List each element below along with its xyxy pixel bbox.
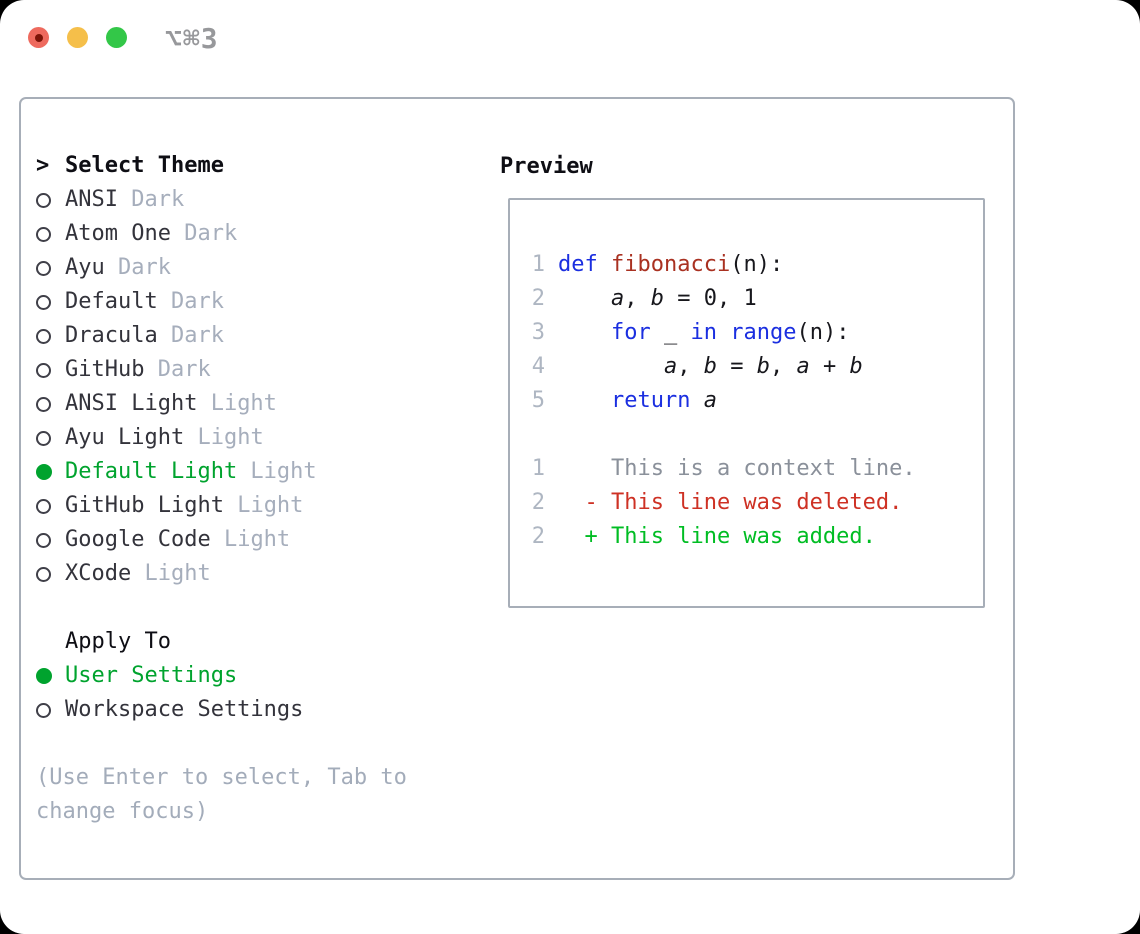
select-theme-header: > Select Theme [36, 149, 407, 183]
theme-name: Atom One [65, 221, 171, 246]
theme-name: Default [65, 289, 158, 314]
code-line [530, 418, 983, 452]
radio-icon [36, 396, 51, 412]
maximize-button[interactable] [106, 27, 127, 48]
theme-option-xcode[interactable]: XCode Light [36, 557, 407, 591]
hint-text: (Use Enter to select, Tab to change focu… [36, 765, 407, 824]
theme-name: Ayu Light [65, 425, 185, 450]
code-line: 4 a, b = b, a + b [530, 350, 983, 384]
theme-name: GitHub [65, 357, 145, 382]
radio-icon [36, 430, 51, 446]
apply-to-title: Apply To [65, 629, 171, 654]
modified-dot-icon [34, 33, 43, 42]
theme-name: Ayu [65, 255, 105, 280]
line-number: 2 [531, 490, 545, 515]
code-line: 2 - This line was deleted. [530, 486, 983, 520]
theme-option-ansi-light[interactable]: ANSI Light Light [36, 387, 407, 421]
line-number: 4 [531, 354, 545, 379]
theme-variant: Dark [104, 255, 171, 280]
theme-option-ayu-light[interactable]: Ayu Light Light [36, 421, 407, 455]
theme-variant: Dark [144, 357, 211, 382]
apply-option-workspace-settings[interactable]: Workspace Settings [36, 693, 407, 727]
radio-icon [36, 702, 51, 718]
code-line: 2 + This line was added. [530, 520, 983, 554]
preview-title: Preview [500, 154, 593, 179]
code-line: 3 for _ in range(n): [530, 316, 983, 350]
radio-icon [36, 498, 51, 514]
radio-icon [36, 260, 51, 276]
radio-icon [36, 328, 51, 344]
theme-name: ANSI [65, 187, 118, 212]
theme-option-dracula[interactable]: Dracula Dark [36, 319, 407, 353]
theme-variant: Dark [157, 323, 224, 348]
cursor-arrow-icon: > [36, 153, 50, 178]
select-theme-title: Select Theme [65, 153, 224, 178]
apply-to-header: Apply To [36, 625, 407, 659]
theme-option-google-code[interactable]: Google Code Light [36, 523, 407, 557]
line-number: 1 [531, 252, 545, 277]
theme-variant: Light [223, 493, 304, 518]
spacer [36, 591, 407, 625]
code-line: 2 a, b = 0, 1 [530, 282, 983, 316]
theme-name: Google Code [65, 527, 211, 552]
line-number: 3 [531, 320, 545, 345]
apply-option-label: Workspace Settings [65, 697, 304, 722]
theme-name: GitHub Light [65, 493, 224, 518]
theme-option-github-light[interactable]: GitHub Light Light [36, 489, 407, 523]
code-line: 1 This is a context line. [530, 452, 983, 486]
theme-variant: Light [131, 561, 211, 586]
close-button[interactable] [28, 27, 49, 48]
theme-name: Default Light [65, 459, 238, 484]
radio-icon [36, 566, 51, 582]
radio-selected-icon [36, 464, 52, 480]
radio-icon [36, 226, 51, 242]
radio-icon [36, 362, 51, 378]
theme-option-ansi[interactable]: ANSI Dark [36, 183, 407, 217]
minimize-button[interactable] [67, 27, 88, 48]
theme-name: XCode [65, 561, 132, 586]
apply-option-label: User Settings [65, 663, 238, 688]
radio-icon [36, 532, 51, 548]
theme-option-github[interactable]: GitHub Dark [36, 353, 407, 387]
radio-icon [36, 192, 51, 208]
theme-option-atom-one[interactable]: Atom One Dark [36, 217, 407, 251]
theme-variant: Light [237, 459, 317, 484]
line-number: 2 [531, 524, 545, 549]
radio-icon [36, 294, 51, 310]
theme-variant: Dark [157, 289, 224, 314]
theme-variant: Light [197, 391, 277, 416]
theme-variant: Dark [170, 221, 238, 246]
line-number: 2 [531, 286, 545, 311]
theme-option-ayu[interactable]: Ayu Dark [36, 251, 407, 285]
theme-option-default-light[interactable]: Default Light Light [36, 455, 407, 489]
line-number: 1 [531, 456, 545, 481]
code-line: 5 return a [530, 384, 983, 418]
line-number: 5 [531, 388, 545, 413]
theme-variant: Dark [117, 187, 185, 212]
theme-name: ANSI Light [65, 391, 198, 416]
radio-selected-icon [36, 668, 52, 684]
theme-name: Dracula [65, 323, 158, 348]
apply-option-user-settings[interactable]: User Settings [36, 659, 407, 693]
window-shortcut-label: ⌥⌘3 [165, 22, 219, 55]
titlebar: ⌥⌘3 [0, 0, 1140, 76]
theme-variant: Light [184, 425, 264, 450]
theme-variant: Light [210, 527, 291, 552]
theme-option-default[interactable]: Default Dark [36, 285, 407, 319]
